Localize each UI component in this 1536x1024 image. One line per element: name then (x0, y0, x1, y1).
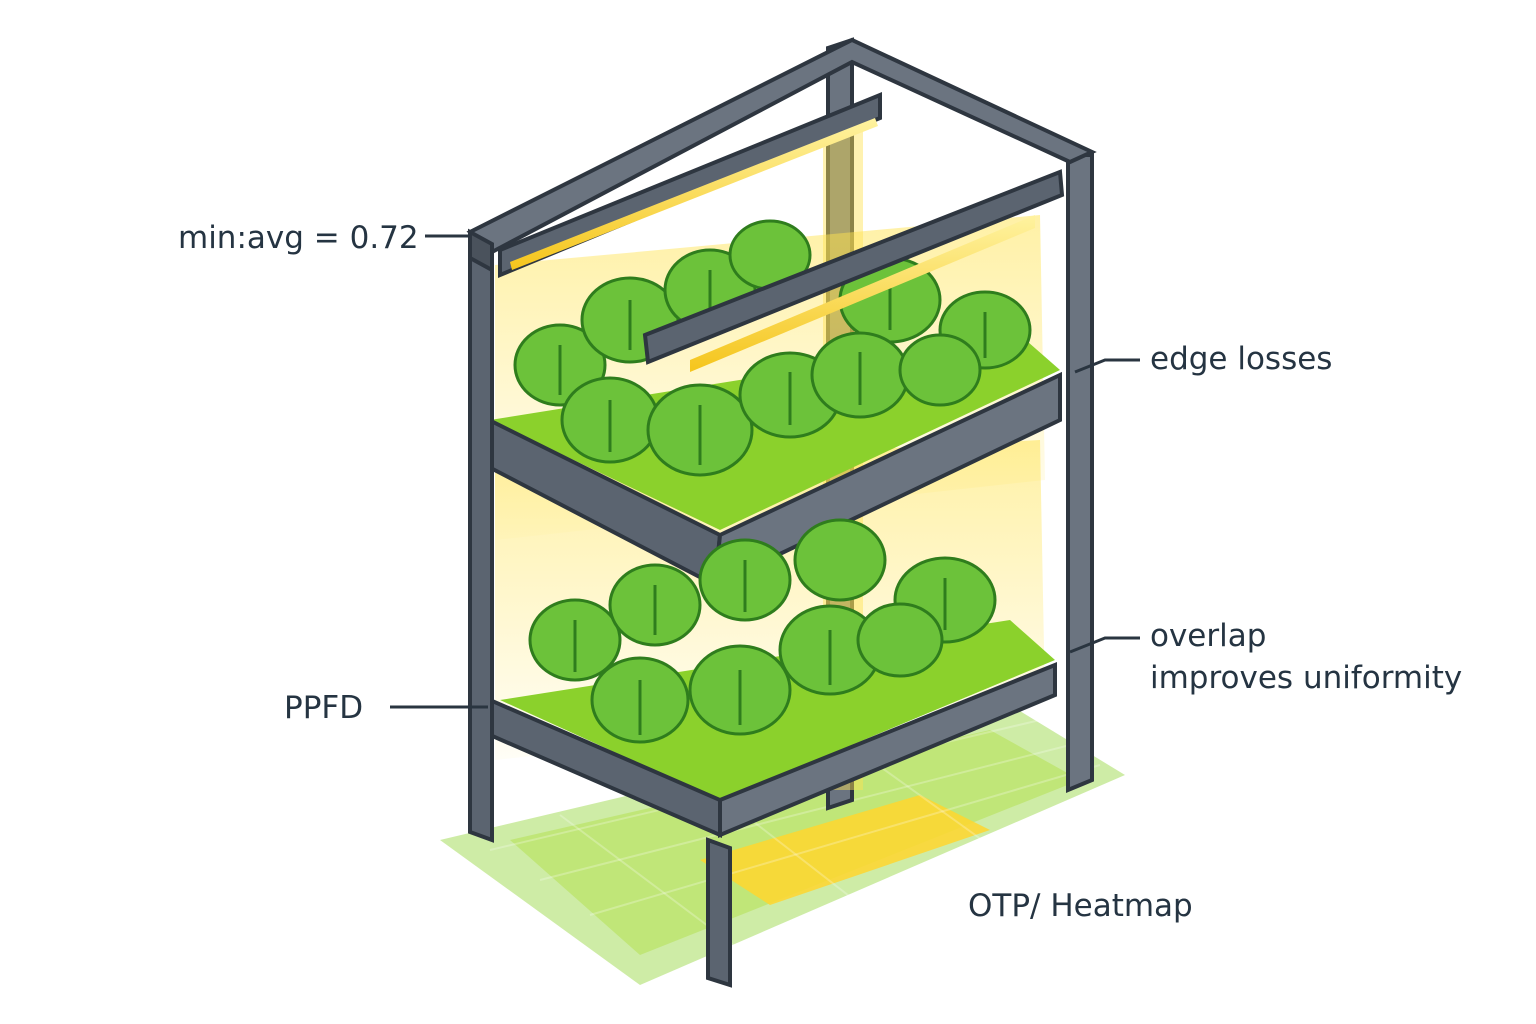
front-right-post (1066, 153, 1094, 793)
leader-edge-losses (1074, 358, 1140, 374)
led-light-bars (498, 92, 1065, 372)
overlap-label-line1: overlap (1150, 618, 1267, 654)
uniformity-ratio-label: min:avg = 0.72 (178, 220, 419, 256)
lower-tray-side-lip (718, 662, 1057, 839)
led-strip-lower (690, 215, 1035, 372)
top-frame-end (468, 228, 494, 274)
ppfd-label: PPFD (284, 690, 364, 726)
led-grow-light-bar-icon (642, 169, 1065, 365)
lower-lettuce-row (528, 518, 997, 744)
lettuce-plant-icon (898, 333, 982, 407)
lettuce-plant-icon (793, 518, 887, 602)
front-center-post (706, 837, 732, 988)
rack-frame (466, 37, 1097, 988)
led-strip-upper (510, 118, 878, 270)
edge-losses-label: edge losses (1150, 341, 1333, 377)
heatmap-label: OTP/ Heatmap (968, 888, 1193, 924)
leader-lines (390, 234, 1140, 709)
leader-overlap (1069, 636, 1140, 654)
overlap-label-line2: improves uniformity (1150, 660, 1463, 696)
heatmap-zone-hot (700, 795, 990, 905)
front-left-post (468, 236, 494, 843)
lettuce-plant-icon (856, 602, 944, 678)
floor-ppfd-heatmap (440, 705, 1125, 985)
